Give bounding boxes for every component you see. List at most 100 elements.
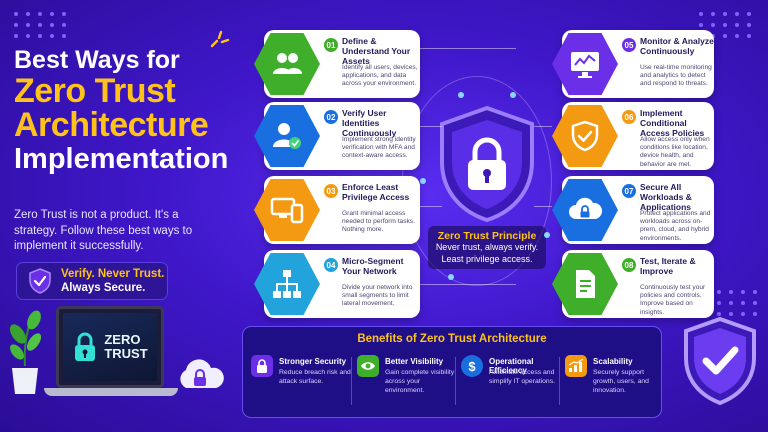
monitor-icon: [571, 52, 599, 78]
benefit-title: Scalability: [593, 357, 633, 366]
eye-icon: [357, 355, 379, 377]
step-card-08: 08 Test, Iterate & Improve Continuously …: [552, 250, 714, 318]
step-card-05: 05 Monitor & Analyze Continuously Use re…: [552, 30, 714, 98]
step-icon-hex: [552, 178, 618, 242]
principle-line-1: Never trust, always verify.: [435, 242, 539, 252]
verify-badge: Verify. Never Trust. Always Secure.: [16, 262, 168, 300]
users-icon: [273, 53, 302, 74]
verify-line-1: Verify. Never Trust.: [61, 267, 165, 280]
divider: [351, 357, 352, 405]
benefit-description: Reduce breach risk and attack surface.: [279, 369, 351, 385]
divider: [559, 357, 560, 405]
step-description: Grant minimal access needed to perform t…: [342, 210, 415, 234]
benefit-item: $ Operational Efficiency Automate access…: [457, 355, 559, 411]
step-card-02: 02 Verify User Identities Continuously I…: [254, 102, 420, 170]
step-number: 04: [324, 258, 338, 272]
benefit-description: Automate access and simplify IT operatio…: [489, 369, 555, 385]
principle-line-2: Least privilege access.: [441, 253, 533, 264]
connector-line: [420, 126, 442, 127]
benefit-title: Better Visibility: [385, 357, 444, 366]
step-icon-hex: [254, 178, 320, 242]
step-number: 08: [622, 258, 636, 272]
headline-line-1: Best Ways for: [14, 46, 180, 74]
connector-line: [420, 206, 442, 207]
verify-line-2: Always Secure.: [61, 282, 146, 294]
step-number: 03: [324, 184, 338, 198]
step-icon-hex: [254, 104, 320, 168]
step-description: Allow access only when conditions like l…: [640, 136, 710, 168]
step-description: Continuously test your policies and cont…: [640, 284, 706, 316]
user-verify-icon: [273, 123, 301, 149]
step-title: Implement Conditional Access Policies: [640, 108, 705, 138]
step-card-04: 04 Micro-Segment Your Network Divide you…: [254, 250, 420, 318]
central-shield-lock-icon: [440, 105, 534, 223]
principle-heading: Zero Trust Principle: [437, 230, 537, 242]
headline-line-2: Zero Trust: [14, 71, 176, 110]
lock-icon: [251, 355, 273, 377]
shield-check-icon: [571, 120, 599, 152]
laptop-text-1: ZERO: [104, 331, 141, 347]
step-icon-hex: [254, 252, 320, 316]
plant-icon: [10, 310, 42, 394]
connector-dot: [510, 92, 516, 98]
headline-line-3: Architecture: [14, 106, 209, 145]
laptop-screen: ZERO TRUST: [63, 313, 157, 381]
growth-chart-icon: [565, 355, 587, 377]
benefits-panel: Benefits of Zero Trust Architecture Stro…: [242, 326, 662, 418]
step-number: 06: [622, 110, 636, 124]
connector-line: [534, 126, 552, 127]
step-card-03: 03 Enforce Least Privilege Access Grant …: [254, 176, 420, 244]
step-number: 02: [324, 110, 338, 124]
step-card-06: 06 Implement Conditional Access Policies…: [552, 102, 714, 170]
benefit-item: Scalability Securely support growth, use…: [561, 355, 663, 411]
shield-check-icon: [29, 268, 51, 294]
laptop-text-2: TRUST: [104, 346, 148, 361]
step-description: Implement strong identity verification w…: [342, 136, 416, 160]
dollar-icon: $: [461, 355, 483, 377]
step-number: 05: [622, 38, 636, 52]
connector-dot: [448, 274, 454, 280]
divider: [455, 357, 456, 405]
step-number: 01: [324, 38, 338, 52]
laptop: ZERO TRUST: [56, 306, 164, 388]
step-title: Verify User Identities Continuously: [342, 108, 397, 138]
step-title: Micro-Segment Your Network: [342, 256, 404, 276]
step-icon-hex: [552, 104, 618, 168]
connector-line: [534, 206, 552, 207]
document-icon: [576, 270, 595, 298]
connector-dot: [420, 178, 426, 184]
step-icon-hex: [552, 252, 618, 316]
step-title: Enforce Least Privilege Access: [342, 182, 410, 202]
connector-dot: [544, 232, 550, 238]
benefit-item: Stronger Security Reduce breach risk and…: [247, 355, 351, 411]
laptop-base: [44, 388, 178, 396]
headline-line-4: Implementation: [14, 142, 229, 175]
connector-line: [420, 284, 516, 285]
devices-icon: [270, 197, 304, 224]
benefits-heading: Benefits of Zero Trust Architecture: [357, 333, 547, 345]
step-title: Test, Iterate & Improve: [640, 256, 696, 276]
connector-dot: [458, 92, 464, 98]
principle-box: Zero Trust Principle Never trust, always…: [428, 226, 546, 270]
step-icon-hex: [254, 32, 320, 96]
benefit-description: Gain complete visibility across your env…: [385, 369, 455, 394]
cloud-lock-icon: [569, 197, 602, 219]
decorative-dots: [14, 12, 67, 38]
cloud-lock-icon: [180, 359, 224, 388]
step-card-01: 01 Define & Understand Your Assets Ident…: [254, 30, 420, 98]
headline: Best Ways for Zero Trust Architecture Im…: [14, 46, 254, 175]
step-title: Secure All Workloads & Applications: [640, 182, 692, 212]
step-icon-hex: [552, 32, 618, 96]
intro-text: Zero Trust is not a product. It's a stra…: [14, 209, 193, 253]
benefit-description: Securely support growth, users, and inno…: [593, 369, 649, 394]
benefit-item: Better Visibility Gain complete visibili…: [353, 355, 455, 411]
step-description: Identify all users, devices, application…: [342, 64, 418, 88]
step-number: 07: [622, 184, 636, 198]
lock-icon: [75, 332, 96, 361]
benefit-title: Operational Efficiency: [489, 357, 534, 375]
sparkle-icon: [210, 30, 230, 48]
shield-check-icon: [684, 316, 756, 406]
step-description: Protect applications and workloads acros…: [640, 210, 711, 242]
step-card-07: 07 Secure All Workloads & Applications P…: [552, 176, 714, 244]
network-icon: [273, 270, 301, 298]
